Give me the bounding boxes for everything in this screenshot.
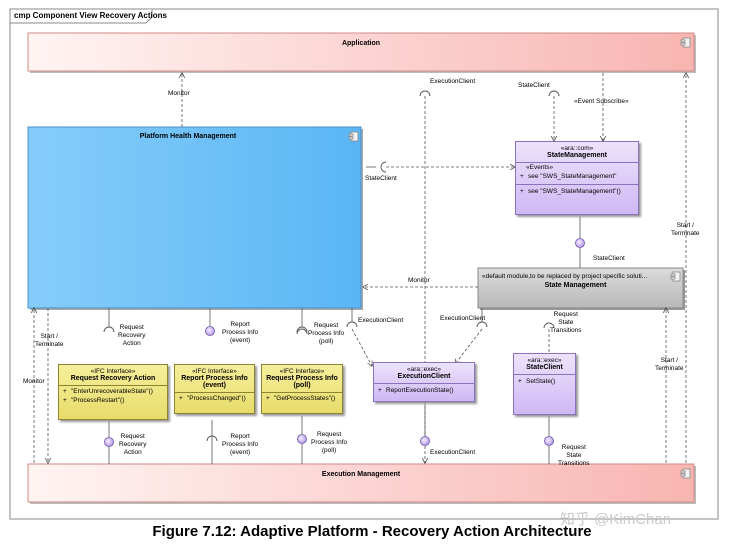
frame-title: cmp Component View Recovery Actions bbox=[14, 11, 167, 20]
phm-execution-client-line bbox=[351, 328, 372, 366]
interface-title: Request Process Info bbox=[266, 375, 338, 382]
label-state-client-sm: StateClient bbox=[593, 255, 625, 262]
report-process-info-event-interface: «IFC Interface» Report Process Info (eve… bbox=[174, 364, 255, 414]
operation-item: +"ProcessChanged"() bbox=[179, 395, 246, 402]
lollipop bbox=[104, 437, 114, 447]
operation-item: +"GetProcessStates"() bbox=[266, 395, 336, 402]
label-report-process-info-event-top: Report Process Info (event) bbox=[222, 321, 259, 344]
watermark: 知乎 @KimChan bbox=[560, 511, 672, 528]
stereotype: «IFC Interface» bbox=[90, 368, 136, 375]
figure-caption: Figure 7.12: Adaptive Platform - Recover… bbox=[152, 523, 592, 540]
label-request-state-transitions-bottom: Request State Transitions bbox=[558, 444, 590, 467]
interface-title-sub: (event) bbox=[203, 382, 226, 389]
socket bbox=[103, 326, 115, 333]
lollipop bbox=[205, 326, 215, 336]
label-monitor-left: Monitor bbox=[23, 378, 45, 385]
label-request-process-info-poll-bottom: Request Process Info (poll) bbox=[311, 431, 348, 454]
label-state-client-mid: StateClient bbox=[365, 175, 397, 182]
application-box bbox=[27, 32, 695, 72]
lollipop bbox=[297, 434, 307, 444]
label-request-recovery-action-top: Request Recovery Action bbox=[118, 324, 146, 347]
label-execution-client-sm: ExecutionClient bbox=[440, 315, 486, 322]
label-monitor-top: Monitor bbox=[168, 90, 190, 97]
execution-management-box bbox=[27, 463, 695, 503]
interface-title-sub: (poll) bbox=[293, 382, 311, 389]
stereotype: «IFC Interface» bbox=[279, 368, 325, 375]
label-execution-client-top: ExecutionClient bbox=[430, 78, 476, 85]
lollipop bbox=[544, 436, 554, 446]
event-item: +see "SWS_StateManagement" bbox=[520, 173, 617, 180]
socket bbox=[346, 321, 358, 328]
request-recovery-action-interface: «IFC Interface» Request Recovery Action … bbox=[58, 364, 168, 420]
sm-default-box bbox=[477, 267, 684, 309]
execution-management-title: Execution Management bbox=[321, 471, 401, 478]
interface-title: Report Process Info bbox=[181, 375, 248, 382]
frame-title-tab bbox=[10, 9, 153, 24]
socket bbox=[419, 90, 431, 97]
application-title: Application bbox=[341, 40, 381, 47]
label-report-process-info-event-bottom: Report Process Info (event) bbox=[222, 433, 259, 456]
phm-title: Platform Health Management bbox=[139, 133, 237, 140]
label-execution-client-bottom: ExecutionClient bbox=[430, 449, 476, 456]
stereotype: «ara::com» bbox=[560, 145, 594, 152]
label-state-client-top: StateClient bbox=[518, 82, 550, 89]
sm-execution-client-line bbox=[455, 328, 483, 364]
operation-item: +see "SWS_StateManagement"() bbox=[520, 188, 621, 195]
label-request-recovery-action-bottom: Request Recovery Action bbox=[119, 433, 147, 456]
stereotype: «ara::exec» bbox=[407, 366, 441, 373]
label-request-state-transitions-top: Request State Transitions bbox=[550, 311, 582, 334]
operation-item: +"ProcessRestart"() bbox=[63, 397, 125, 404]
stereotype: «IFC Interface» bbox=[192, 368, 237, 375]
sm-default-title: State Management bbox=[544, 282, 607, 289]
component-title: ExecutionClient bbox=[397, 373, 451, 380]
socket bbox=[296, 328, 308, 335]
label-request-process-info-poll-top: Request Process Info (poll) bbox=[308, 322, 345, 345]
label-execution-client-phm: ExecutionClient bbox=[358, 317, 404, 324]
lollipop bbox=[575, 238, 585, 248]
component-title: StateManagement bbox=[547, 152, 607, 159]
socket bbox=[548, 90, 560, 97]
socket bbox=[380, 161, 387, 173]
socket bbox=[206, 435, 218, 442]
phm-box bbox=[27, 126, 362, 309]
component-icon bbox=[348, 37, 691, 479]
state-client-component: «ara::exec» StateClient +SetState() bbox=[513, 353, 576, 415]
state-management-com-component: «ara::com» StateManagement «Events» +see… bbox=[515, 141, 639, 215]
operation-item: +SetState() bbox=[518, 378, 556, 385]
socket bbox=[296, 326, 308, 333]
label-event-subscribe: «Event Subscribe» bbox=[574, 98, 629, 105]
socket bbox=[543, 322, 555, 329]
request-process-info-poll-interface: «IFC Interface» Request Process Info (po… bbox=[261, 364, 343, 414]
events-header: «Events» bbox=[526, 164, 554, 171]
label-start-terminate-right-bottom: Start / Terminate bbox=[655, 357, 684, 372]
label-monitor-mid: Monitor bbox=[408, 277, 430, 284]
execution-client-component: «ara::exec» ExecutionClient +ReportExecu… bbox=[373, 362, 475, 402]
operation-item: +"EnterUnrecoverableState"() bbox=[63, 388, 153, 395]
label-start-terminate-left: Start / Terminate bbox=[35, 333, 64, 348]
stereotype: «ara::exec» bbox=[527, 357, 562, 364]
label-start-terminate-right-top: Start / Terminate bbox=[671, 222, 700, 237]
component-title: StateClient bbox=[526, 364, 563, 371]
lollipop bbox=[420, 436, 430, 446]
diagram-frame bbox=[9, 8, 719, 520]
sm-default-note: «default module,to be replaced by projec… bbox=[482, 273, 648, 280]
operation-item: +ReportExecutionState() bbox=[378, 387, 454, 394]
interface-title: Request Recovery Action bbox=[70, 375, 156, 382]
socket bbox=[476, 321, 488, 328]
